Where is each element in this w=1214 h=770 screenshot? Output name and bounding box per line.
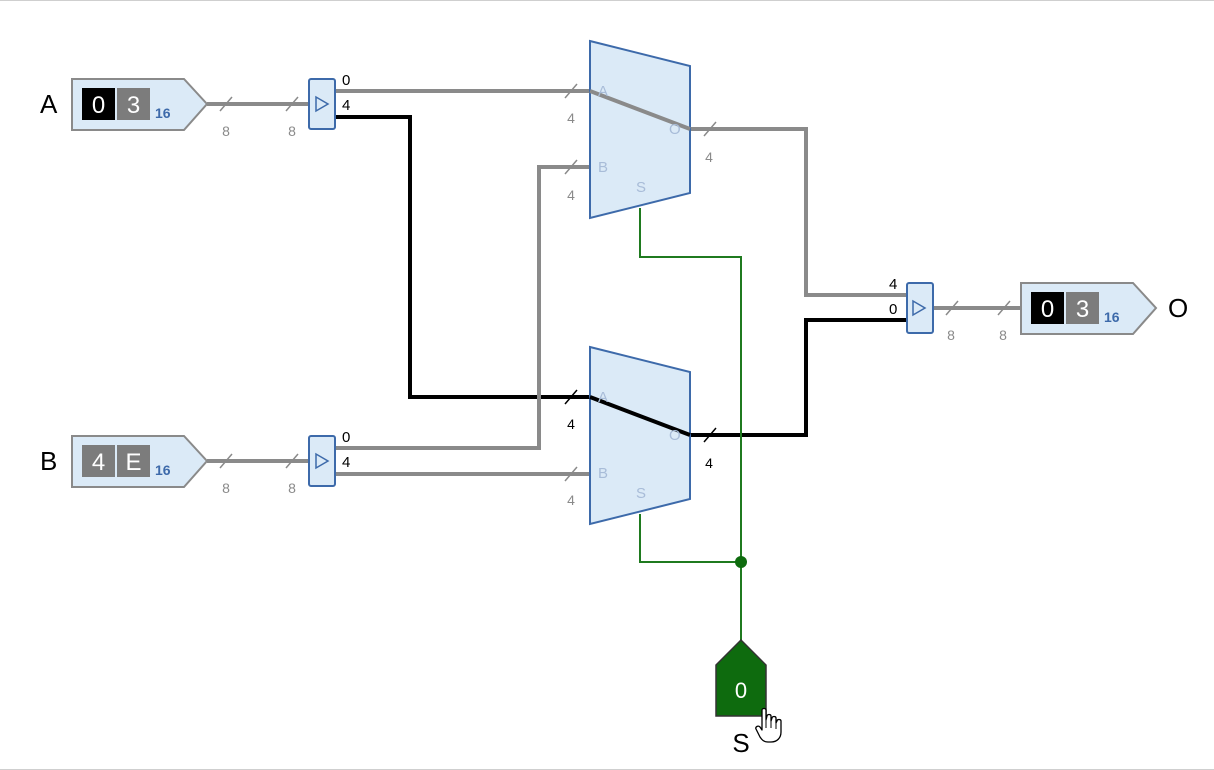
mux-upper-port-b: B: [598, 159, 608, 176]
width-label-o-out: 8: [999, 327, 1007, 343]
splitter-b-index-top: 0: [342, 429, 350, 446]
output-o-label: O: [1168, 293, 1188, 323]
splitter-a[interactable]: [308, 78, 336, 130]
mux-lower-port-a: A: [598, 389, 608, 406]
splitter-a-index-top: 0: [342, 72, 350, 89]
mux-upper-port-a: A: [598, 83, 608, 100]
splitter-out[interactable]: [906, 282, 934, 334]
wire-mux2-out[interactable]: [690, 318, 907, 437]
mux-lower-port-s: S: [636, 485, 646, 502]
input-b-label: B: [40, 446, 57, 476]
wire-b-lo[interactable]: [335, 165, 590, 450]
input-b-digit-hi: 4: [92, 449, 105, 476]
width-label-a-split: 8: [288, 123, 296, 139]
input-a-digit-hi: 0: [92, 92, 105, 119]
splitter-b-arrow-icon: [315, 452, 330, 470]
width-label-mux1-o: 4: [705, 149, 713, 165]
input-a[interactable]: [71, 78, 209, 131]
width-label-mux2-o: 4: [705, 455, 713, 471]
input-b-digit-lo: E: [125, 449, 141, 476]
wire-mux1-out[interactable]: [690, 127, 907, 297]
splitter-out-index-top: 4: [889, 276, 897, 293]
wire-select-mux1[interactable]: [639, 208, 742, 640]
splitter-a-index-bottom: 4: [342, 97, 350, 114]
input-b-digit-lo-cell[interactable]: [117, 445, 150, 477]
splitter-out-index-bottom: 0: [889, 301, 897, 318]
input-a-digit-hi-cell[interactable]: [82, 88, 115, 120]
output-o-digit-hi-cell: [1031, 292, 1064, 324]
splitter-b-index-bottom: 4: [342, 454, 350, 471]
mux-upper-port-o: O: [669, 121, 681, 138]
bus-width-marks-active: [564, 389, 717, 443]
splitter-b[interactable]: [308, 435, 336, 487]
select-junction-dot: [735, 556, 747, 568]
input-b[interactable]: [71, 435, 209, 488]
wire-select-mux2[interactable]: [639, 514, 741, 563]
width-label-mux1-b: 4: [567, 187, 575, 203]
input-b-base: 16: [155, 462, 171, 478]
input-s-value: 0: [735, 678, 747, 703]
input-a-digit-lo: 3: [127, 92, 140, 119]
mux-upper-port-s: S: [636, 179, 646, 196]
output-o-digit-lo: 3: [1076, 296, 1089, 323]
mux-lower-port-o: O: [669, 427, 681, 444]
input-s[interactable]: [715, 638, 767, 717]
splitter-out-arrow-icon: [912, 299, 927, 317]
input-a-base: 16: [155, 105, 171, 121]
splitter-a-arrow-icon: [315, 95, 330, 113]
mux-lower[interactable]: [589, 345, 691, 526]
input-b-digit-hi-cell[interactable]: [82, 445, 115, 477]
bus-width-marks: [219, 83, 1011, 482]
input-a-label: A: [40, 89, 58, 119]
input-s-label: S: [732, 728, 749, 758]
width-label-o-split: 8: [947, 327, 955, 343]
output-o-digit-hi: 0: [1041, 296, 1054, 323]
mux-upper[interactable]: [589, 39, 691, 220]
width-label-b-in: 8: [222, 480, 230, 496]
output-o: [1020, 282, 1158, 335]
width-label-mux2-b: 4: [567, 492, 575, 508]
hand-pointer-icon: [755, 707, 782, 743]
width-label-mux2-a: 4: [567, 416, 575, 432]
input-a-digit-lo-cell[interactable]: [117, 88, 150, 120]
width-label-a-in: 8: [222, 123, 230, 139]
width-label-mux1-a: 4: [567, 110, 575, 126]
output-o-digit-lo-cell: [1066, 292, 1099, 324]
width-label-b-split: 8: [288, 480, 296, 496]
output-o-base: 16: [1104, 309, 1120, 325]
mux-lower-port-b: B: [598, 465, 608, 482]
